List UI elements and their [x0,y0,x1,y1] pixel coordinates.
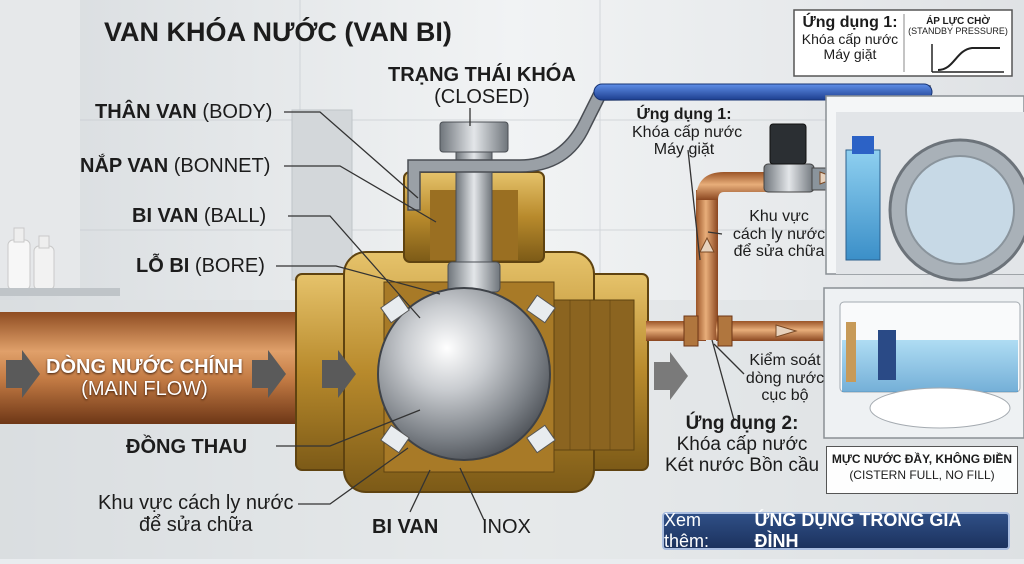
app2-line1: Khóa cấp nước [676,433,808,455]
inset-top-title: Ứng dụng 1: [802,14,898,31]
label-bonnet-vi: NẮP VAN [80,155,169,177]
app2-line2: Két nước Bồn cầu [664,454,820,476]
local-control-line2: dòng nước [745,369,825,387]
label-main-flow: DÒNG NƯỚC CHÍNH (MAIN FLOW) [46,356,243,400]
cistern-box: MỰC NƯỚC ĐẦY, KHÔNG ĐIỀN (CISTERN FULL, … [826,446,1018,494]
inset-top-text: Ứng dụng 1: Khóa cấp nước Máy giặt [798,14,902,62]
app1-line1: Khóa cấp nước [632,123,743,141]
label-body-vi: THÂN VAN [95,101,197,123]
bottles-decor [7,227,55,291]
label-brass: ĐỒNG THAU [126,436,248,458]
state-line1: TRẠNG THÁI KHÓA [388,64,576,86]
label-bore: LỖ BI (BORE) [136,255,265,277]
label-body-en: (BODY) [202,101,273,123]
isolation-left-line2: để sửa chữa [139,514,253,536]
isolation-right-line2: cách ly nước [732,225,826,243]
inset-top-line1: Khóa cấp nước [801,30,899,47]
washing-machine-inset [825,95,1024,282]
app1-line2: Máy giặt [653,141,715,159]
label-bottom-ball: BI VAN [372,516,439,538]
banner-link[interactable]: ỨNG DỤNG TRONG GIA ĐÌNH [754,510,961,551]
label-ball: BI VAN (BALL) [132,205,266,227]
local-control-line1: Kiểm soát [749,352,821,369]
label-bore-vi: LỖ BI [136,255,190,277]
page-title: VAN KHÓA NƯỚC (VAN BI) [104,17,452,47]
label-main-flow-en: (MAIN FLOW) [81,378,208,400]
state-label: TRẠNG THÁI KHÓA (CLOSED) [388,64,576,108]
label-bore-en: (BORE) [194,255,265,277]
app2-block: Ứng dụng 2: Khóa cấp nước Két nước Bồn c… [656,413,828,477]
label-bonnet: NẮP VAN (BONNET) [80,155,270,177]
see-more-banner[interactable]: Xem thêm: ỨNG DỤNG TRONG GIA ĐÌNH [662,510,1010,551]
label-main-flow-vi: DÒNG NƯỚC CHÍNH [46,356,243,378]
isolation-right-line1: Khu vực [749,208,809,225]
isolation-left-line1: Khu vực cách ly nước [98,492,294,514]
cistern-text: MỰC NƯỚC ĐẦY, KHÔNG ĐIỀN (CISTERN FULL, … [827,452,1017,483]
valve-ball [377,287,551,461]
local-control-line3: cục bộ [761,387,809,405]
label-body: THÂN VAN (BODY) [95,101,272,123]
isolation-right-block: Khu vực cách ly nước để sửa chữa [726,208,832,261]
pressure-curve [937,47,1000,71]
cistern-line2: (CISTERN FULL, NO FILL) [849,468,995,483]
flow-arrows [6,350,688,400]
graph-title-block: ÁP LỰC CHỜ (STANDBY PRESSURE) [906,16,1010,37]
toilet-inset [823,287,1024,439]
label-ball-en: (BALL) [203,205,267,227]
graph-subtitle: (STANDBY PRESSURE) [908,26,1008,36]
graph-title: ÁP LỰC CHỜ [926,16,990,27]
label-inox: INOX [482,516,531,538]
app2-title: Ứng dụng 2: [685,413,799,434]
cistern-line1: MỰC NƯỚC ĐẦY, KHÔNG ĐIỀN [831,452,1013,466]
local-control-block: Kiểm soát dòng nước cục bộ [738,352,832,405]
banner-prefix: Xem thêm: [664,510,710,551]
app1-block: Ứng dụng 1: Khóa cấp nước Máy giặt [632,106,743,159]
state-line2: (CLOSED) [434,86,530,108]
inset-top-line2: Máy giặt [823,45,877,62]
label-bonnet-en: (BONNET) [173,155,271,177]
label-ball-vi: BI VAN [132,205,199,227]
leader-lines [276,108,745,521]
standby-pressure-box [793,9,1013,77]
branch-pipes [646,123,865,347]
isolation-right-line3: để sửa chữa [733,243,825,261]
app1-title: Ứng dụng 1: [636,106,732,123]
label-isolation-left: Khu vực cách ly nước để sửa chữa [98,492,294,536]
